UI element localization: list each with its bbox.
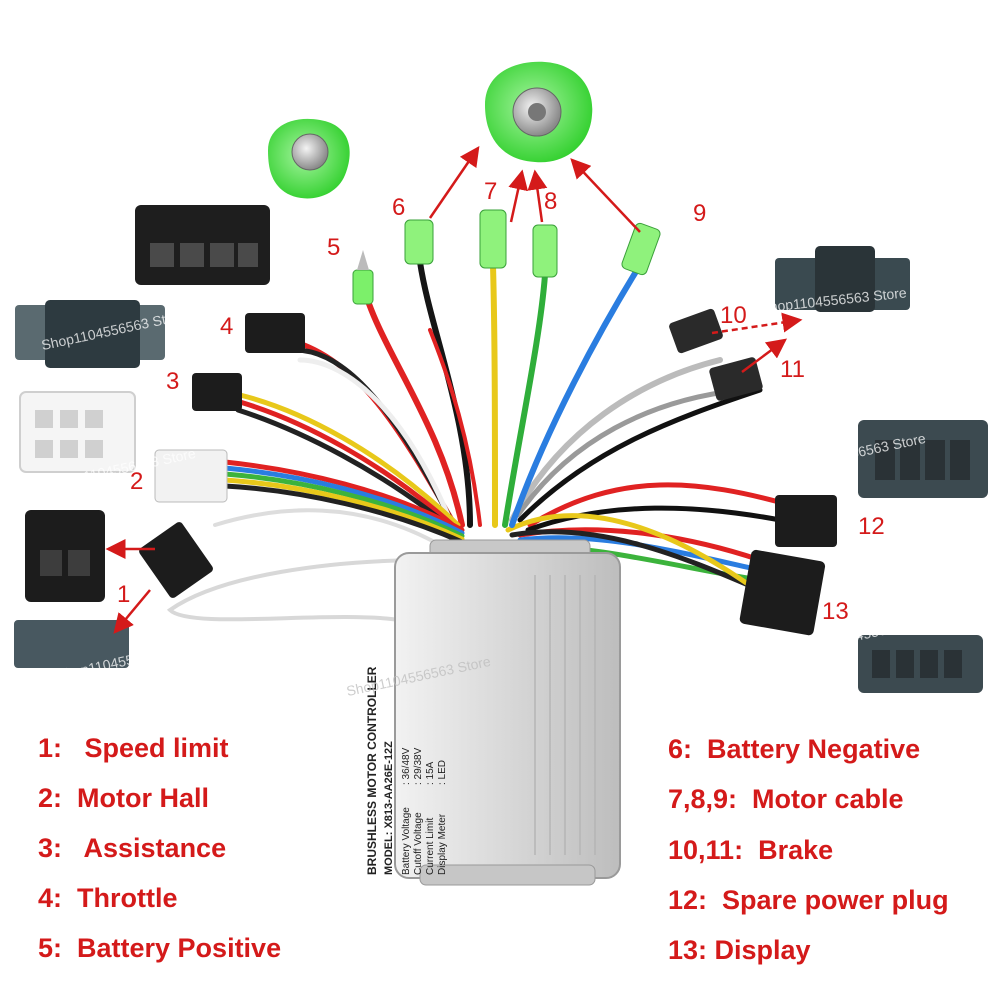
legend-item-battery-positive: 5: Battery Positive [38, 933, 282, 963]
terminal-5-pin [357, 250, 369, 270]
legend-item-battery-negative: 6: Battery Negative [668, 734, 921, 764]
hall-wire-black [222, 483, 465, 545]
battery-negative-wire [417, 259, 473, 528]
callout-12: 12 [858, 513, 885, 540]
hall-wire-red [222, 459, 465, 533]
controller-box [394, 539, 621, 886]
callout-arrows [105, 145, 803, 634]
arrow-11 [741, 338, 788, 374]
terminal-9 [621, 222, 661, 276]
plug-brake-10 [669, 308, 723, 354]
legend-item-brake: 10,11: Brake [668, 835, 834, 865]
battery-positive-wire [360, 282, 465, 528]
spec-name: Display Meter [437, 813, 448, 875]
display-wire-4 [509, 529, 763, 593]
battery-terminal-assembly [268, 61, 593, 199]
plug-speedlimit [139, 522, 213, 598]
arrow-1b [113, 589, 151, 634]
terminal-6 [404, 219, 434, 265]
spare-wire-red [527, 482, 793, 528]
callout-9: 9 [693, 200, 707, 227]
reference-connectors [14, 205, 988, 693]
throttle-wire-white [297, 357, 453, 523]
arrow-7 [508, 169, 529, 223]
motor-wire-blue [509, 262, 643, 528]
brake-wire-10 [509, 357, 723, 523]
spec-value: : 15A [425, 761, 436, 785]
legend-item-spare-power-plug: 12: Spare power plug [668, 885, 949, 915]
legend-item-throttle: 4: Throttle [38, 883, 178, 913]
plug-assist [192, 373, 242, 411]
brake-wire-11b [517, 387, 763, 523]
arrow-6 [428, 145, 480, 219]
brake-wire-11a [515, 387, 743, 518]
hall-wire-blue [222, 465, 465, 536]
motor-wire-yellow [490, 262, 498, 528]
plug-spare-power [775, 495, 837, 547]
spec-name: Cutoff Voltage [413, 812, 424, 875]
spec-name: Current Limit [425, 817, 436, 875]
legend-item-assistance: 3: Assistance [38, 833, 227, 863]
spec-name: Battery Voltage [401, 807, 412, 875]
spec-value: : 29/38V [413, 747, 424, 785]
controller-model: MODEL: X813-AA26E-12Z [383, 741, 395, 875]
terminal-5 [352, 269, 374, 305]
controller-bottom-flange [419, 864, 596, 886]
callout-4: 4 [220, 313, 234, 340]
plug-throttle [245, 313, 305, 353]
controller-title: BRUSHLESS MOTOR CONTROLLER [365, 666, 379, 875]
arrow-8 [527, 169, 548, 223]
assist-wire-yellow [237, 392, 461, 528]
assist-wire-black [235, 407, 457, 533]
callout-10: 10 [720, 302, 747, 329]
hall-wire-extra [428, 328, 482, 527]
arrow-9 [570, 158, 641, 233]
callout-7: 7 [484, 178, 498, 205]
plug-hall [154, 449, 228, 503]
callout-2: 2 [130, 468, 144, 495]
spec-value: : LED [437, 759, 448, 785]
plug-display [739, 549, 826, 636]
controller-fins [534, 575, 596, 855]
motor-wire-green [502, 272, 548, 528]
display-wire-5 [505, 513, 773, 603]
hall-wire-green [222, 471, 465, 539]
spec-value: : 36/48V [401, 747, 412, 785]
terminal-7 [479, 209, 507, 269]
plug-brake-11 [709, 357, 763, 401]
cap-nut [291, 133, 329, 171]
legend-item-speed-limit: 1: Speed limit [38, 733, 229, 763]
callout-6: 6 [392, 194, 406, 221]
terminal-bolt-hole [528, 103, 546, 121]
ref-connector-speedlimit-2 [14, 620, 129, 668]
callout-13: 13 [822, 598, 849, 625]
callout-1: 1 [117, 581, 131, 608]
hall-wire-yellow [222, 477, 465, 542]
callout-3: 3 [166, 368, 180, 395]
insulated-terminals [352, 209, 661, 305]
assist-wire-red [237, 399, 459, 531]
spare-wire-black [525, 505, 783, 533]
speedlimit-loop [166, 558, 432, 622]
callout-8: 8 [544, 188, 558, 215]
ref-connector-speedlimit [25, 510, 105, 602]
speedlimit-wire-white [213, 508, 442, 547]
legend-item-motor-hall: 2: Motor Hall [38, 783, 210, 813]
wire-plugs [139, 308, 837, 636]
callout-11: 11 [780, 356, 805, 383]
terminal-8 [532, 224, 558, 278]
legend-item-display: 13: Display [668, 935, 811, 965]
arrow-10 [711, 312, 803, 335]
legend-item-motor-cable: 7,8,9: Motor cable [668, 784, 904, 814]
callout-5: 5 [327, 234, 341, 261]
wire-bundle [166, 259, 793, 622]
